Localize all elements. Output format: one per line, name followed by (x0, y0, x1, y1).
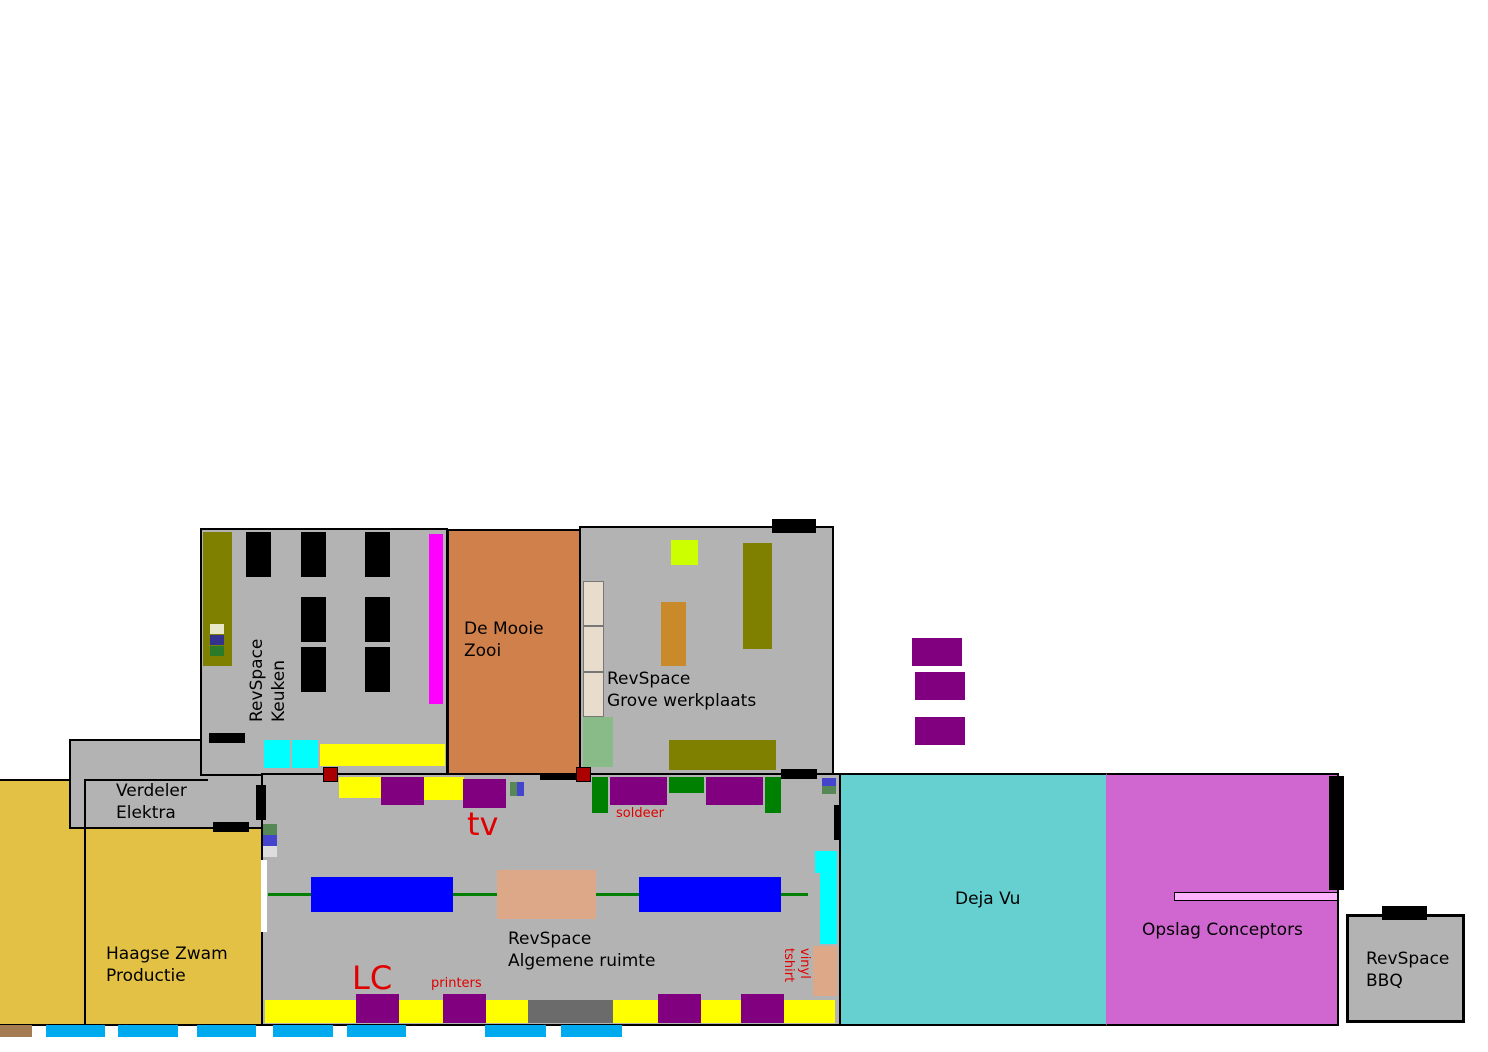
cyan-cabinet (815, 851, 837, 873)
werkplaats-bench-vertical (743, 543, 772, 649)
soldeer-cabinet (610, 777, 667, 805)
mooie-zooi-label: De Mooie Zooi (464, 619, 544, 661)
cabinet (381, 777, 424, 805)
desk (710, 877, 781, 912)
cyan-cabinet (820, 873, 837, 944)
soldeer-cabinet (706, 777, 763, 805)
tv-cabinet (463, 779, 506, 808)
algemene-door-left[interactable] (256, 785, 266, 820)
algemene-ruimte-label: RevSpace Algemene ruimte (508, 929, 656, 971)
sensor-marker (576, 767, 591, 782)
parking-marker (561, 1025, 622, 1037)
small-device (263, 835, 277, 846)
floating-cabinet (912, 638, 962, 666)
deja-vu-label: Deja Vu (955, 889, 1021, 909)
table (265, 1000, 356, 1023)
desk (639, 877, 710, 912)
werkplaats-lime-box (671, 540, 698, 565)
verdeler-inner-wall (84, 779, 208, 781)
algemene-white-strip (261, 860, 267, 932)
small-device (822, 786, 836, 794)
vinyl-table (813, 946, 837, 996)
cabinet (658, 994, 701, 1023)
keuken-counter-top (320, 744, 445, 766)
table (701, 1000, 741, 1023)
opslag-door[interactable] (1329, 776, 1344, 890)
parking-marker (273, 1025, 333, 1037)
bbq-door[interactable] (1382, 906, 1427, 920)
parking-marker (485, 1025, 546, 1037)
algemene-door-top[interactable] (540, 773, 578, 780)
soldeer-label: soldeer (616, 806, 664, 821)
keuken-magenta-shelf (429, 534, 443, 704)
keuken-chair (365, 532, 390, 577)
keuken-appliance-1 (210, 624, 224, 634)
werkplaats-shelf (583, 626, 604, 672)
table (424, 777, 464, 800)
tv-label: tv (467, 805, 499, 843)
keuken-chair (365, 647, 390, 692)
haagse-zwam-label: Haagse Zwam Productie (106, 944, 228, 986)
werkplaats-orange-cabinet (661, 602, 686, 666)
keuken-chair (365, 597, 390, 642)
grove-werkplaats-label: RevSpace Grove werkplaats (607, 669, 757, 711)
desk (381, 877, 453, 912)
brown-marker (0, 1025, 32, 1037)
printer-cabinet (443, 994, 486, 1023)
keuken-chair (301, 532, 326, 577)
bbq-label: RevSpace BBQ (1366, 949, 1450, 991)
lc-label: LC (352, 959, 393, 997)
keuken-sink (292, 740, 318, 768)
table (399, 1000, 443, 1023)
opslag-label: Opslag Conceptors (1142, 920, 1303, 940)
small-device (263, 824, 277, 835)
werkplaats-shelf (583, 672, 604, 717)
algemene-door-right[interactable] (781, 769, 817, 779)
keuken-chair (301, 597, 326, 642)
parking-marker (347, 1025, 406, 1037)
werkplaats-green-cabinet (583, 717, 613, 767)
table (486, 1000, 528, 1023)
haagse-zwam-room (84, 827, 263, 1026)
floating-cabinet (915, 717, 965, 745)
parking-marker (46, 1025, 105, 1037)
grove-werkplaats-door-top[interactable] (772, 519, 816, 533)
small-device (822, 778, 836, 786)
table (339, 777, 381, 798)
keuken-chair (246, 532, 271, 577)
small-device (510, 782, 517, 796)
vinyl-label: vinyl tshirt (781, 948, 812, 983)
verdeler-inner-wall-v (84, 779, 86, 829)
opslag-pink-rail (1174, 892, 1338, 901)
mooie-zooi-room (447, 529, 581, 776)
table (613, 1000, 658, 1023)
werkplaats-shelf (583, 581, 604, 626)
floating-cabinet (915, 672, 965, 700)
verdeler-label: Verdeler Elektra (116, 781, 187, 823)
keuken-appliance-3 (210, 646, 224, 656)
parking-marker (197, 1025, 256, 1037)
small-device (517, 782, 524, 796)
parking-marker (118, 1025, 178, 1037)
sensor-marker (323, 767, 338, 782)
werkplaats-bench-horizontal (669, 740, 776, 770)
grove-werkplaats-room (579, 526, 834, 776)
gray-bench (528, 1000, 613, 1023)
soldeer-rack (669, 777, 704, 793)
keuken-door[interactable] (209, 733, 245, 743)
keuken-appliance-2 (210, 635, 224, 645)
table (784, 1000, 835, 1023)
printers-label: printers (431, 976, 482, 991)
center-table (497, 870, 596, 919)
keuken-label: RevSpace Keuken (247, 638, 289, 722)
soldeer-rack (592, 777, 608, 813)
cabinet (741, 994, 784, 1023)
desk (311, 877, 381, 912)
verdeler-door[interactable] (213, 822, 249, 832)
keuken-sink (264, 740, 290, 768)
keuken-chair (301, 647, 326, 692)
small-device (263, 846, 277, 857)
cabinet (356, 994, 399, 1023)
soldeer-rack (765, 777, 781, 813)
